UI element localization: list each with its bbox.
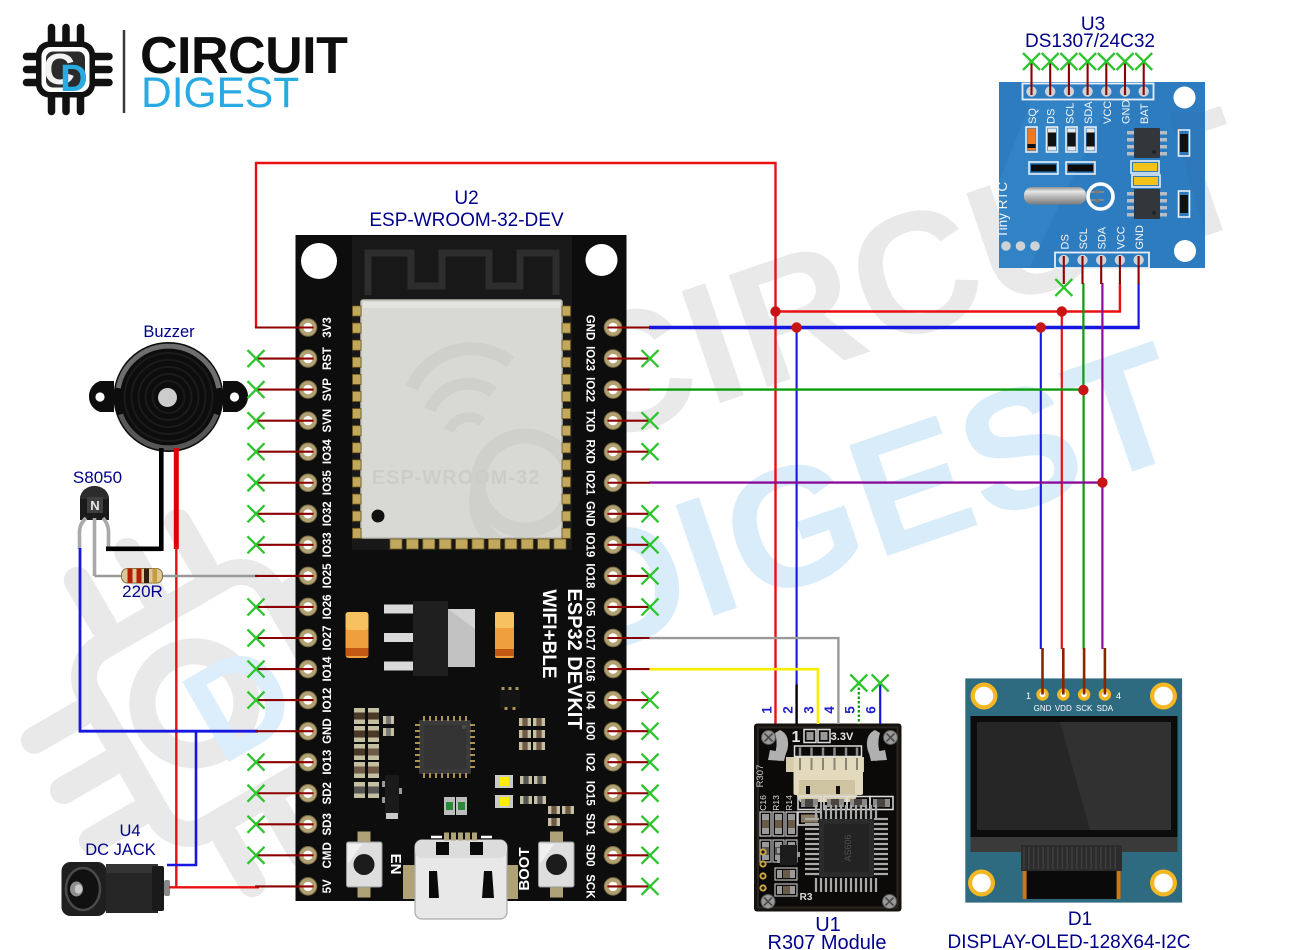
svg-text:SD3: SD3: [322, 813, 334, 835]
svg-text:IO13: IO13: [322, 750, 334, 775]
svg-text:GND: GND: [1134, 225, 1146, 250]
svg-text:SD1: SD1: [584, 813, 596, 836]
svg-text:IO35: IO35: [322, 470, 334, 496]
svg-text:GND: GND: [584, 315, 596, 341]
svg-text:SVN: SVN: [322, 409, 334, 433]
svg-text:IO19: IO19: [584, 532, 596, 557]
svg-text:1: 1: [1026, 691, 1031, 701]
svg-text:SD0: SD0: [584, 844, 596, 866]
svg-text:IO18: IO18: [584, 563, 596, 589]
svg-text:IO26: IO26: [322, 594, 334, 619]
svg-text:R14: R14: [784, 795, 794, 811]
svg-text:U3: U3: [1081, 14, 1105, 35]
svg-text:IO22: IO22: [584, 377, 596, 402]
svg-text:SDA: SDA: [1083, 101, 1095, 124]
svg-text:ESP-WROOM-32: ESP-WROOM-32: [372, 467, 541, 489]
svg-text:ESP32 DEVKIT: ESP32 DEVKIT: [563, 588, 585, 729]
svg-text:CMD: CMD: [322, 842, 334, 868]
svg-text:IO25: IO25: [322, 563, 334, 589]
svg-text:IO0: IO0: [584, 722, 596, 741]
svg-text:2: 2: [781, 706, 796, 714]
svg-text:R3: R3: [800, 892, 813, 903]
svg-text:SCK: SCK: [584, 874, 596, 899]
svg-text:IO32: IO32: [322, 501, 334, 526]
svg-text:IO2: IO2: [584, 753, 596, 772]
svg-text:SCL: SCL: [1078, 228, 1090, 249]
svg-text:3V3: 3V3: [322, 317, 334, 337]
svg-text:Buzzer: Buzzer: [143, 323, 195, 341]
svg-text:VDD: VDD: [1055, 704, 1072, 713]
svg-text:VCC: VCC: [1102, 101, 1114, 124]
svg-text:R307: R307: [755, 765, 766, 788]
svg-text:GND: GND: [1121, 100, 1133, 125]
svg-text:IO33: IO33: [322, 532, 334, 557]
svg-text:4: 4: [822, 706, 837, 714]
svg-text:5V: 5V: [322, 879, 334, 893]
svg-text:AS606: AS606: [843, 834, 853, 861]
svg-text:IO16: IO16: [584, 657, 596, 682]
svg-text:IO34: IO34: [322, 439, 334, 465]
svg-text:IO23: IO23: [584, 346, 596, 371]
svg-text:D1: D1: [1068, 909, 1092, 930]
svg-text:GND: GND: [322, 718, 334, 744]
svg-text:DIGEST: DIGEST: [141, 70, 299, 117]
svg-text:SCK: SCK: [1076, 704, 1093, 713]
svg-text:IO27: IO27: [322, 626, 334, 651]
svg-text:U1: U1: [815, 914, 841, 936]
svg-text:3: 3: [802, 706, 817, 714]
svg-text:R307 Module: R307 Module: [768, 932, 887, 950]
svg-text:BOOT: BOOT: [516, 847, 533, 890]
svg-text:D: D: [60, 58, 87, 100]
svg-text:IO21: IO21: [584, 470, 596, 496]
svg-text:1: 1: [792, 729, 801, 746]
svg-text:6: 6: [864, 706, 879, 714]
svg-text:SDA: SDA: [1097, 226, 1109, 249]
svg-text:SQ: SQ: [1027, 108, 1039, 124]
svg-text:DISPLAY-OLED-128X64-I2C: DISPLAY-OLED-128X64-I2C: [948, 932, 1191, 950]
svg-text:GND: GND: [1034, 704, 1052, 713]
svg-text:C: C: [43, 45, 75, 94]
svg-text:TXD: TXD: [584, 409, 596, 432]
svg-text:DC JACK: DC JACK: [85, 841, 156, 859]
svg-text:DS: DS: [1046, 109, 1058, 124]
svg-text:IO4: IO4: [584, 691, 596, 710]
svg-text:CIRCUIT: CIRCUIT: [140, 27, 348, 85]
svg-text:VCC: VCC: [1115, 226, 1127, 249]
svg-text:IO17: IO17: [584, 626, 596, 651]
svg-text:3.3V: 3.3V: [831, 731, 854, 743]
svg-text:SVP: SVP: [322, 378, 334, 401]
svg-text:IO12: IO12: [322, 688, 334, 713]
svg-text:IO15: IO15: [584, 781, 596, 807]
svg-text:Tiny RTC: Tiny RTC: [995, 182, 1010, 239]
svg-text:R13: R13: [771, 795, 781, 811]
svg-text:C16: C16: [758, 795, 768, 811]
svg-text:ESP-WROOM-32-DEV: ESP-WROOM-32-DEV: [369, 210, 564, 231]
svg-text:U2: U2: [454, 188, 478, 209]
svg-text:4: 4: [1116, 691, 1121, 701]
svg-text:IO14: IO14: [322, 656, 334, 682]
svg-text:EN: EN: [387, 854, 404, 875]
svg-text:DS: DS: [1059, 234, 1071, 249]
svg-text:DS1307/24C32: DS1307/24C32: [1025, 31, 1155, 52]
svg-text:1: 1: [760, 706, 775, 714]
svg-text:SD2: SD2: [322, 782, 334, 804]
svg-text:5: 5: [843, 706, 858, 714]
svg-text:WIFI+BLE: WIFI+BLE: [538, 589, 559, 678]
svg-text:IO5: IO5: [584, 598, 596, 617]
svg-text:SCL: SCL: [1064, 103, 1076, 124]
svg-text:N: N: [90, 498, 99, 513]
svg-text:RXD: RXD: [584, 440, 596, 464]
svg-text:U4: U4: [119, 822, 140, 840]
svg-text:BAT: BAT: [1139, 103, 1151, 124]
svg-text:GND: GND: [584, 501, 596, 527]
svg-text:S8050: S8050: [73, 468, 122, 487]
svg-text:RST: RST: [322, 347, 334, 370]
svg-text:220R: 220R: [122, 582, 163, 601]
svg-text:SDA: SDA: [1097, 704, 1114, 713]
